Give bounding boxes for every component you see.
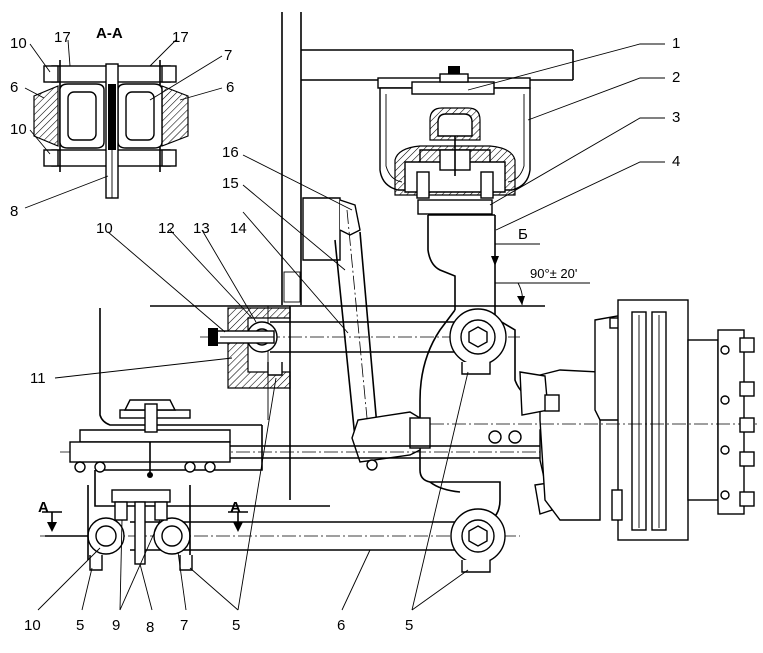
callout-10-bottom: 10 (24, 617, 41, 634)
frame-bracket (208, 307, 291, 389)
callout-7-bottom: 7 (180, 617, 188, 634)
callout-3: 3 (672, 109, 680, 126)
callout-2: 2 (672, 69, 680, 86)
callout-8-bottom: 8 (146, 619, 154, 636)
angle-dimension: Б 90°± 20' А А (38, 226, 590, 516)
air-spring (377, 66, 531, 215)
callout-10-inset-bottom: 10 (10, 121, 27, 138)
callout-10-inset-top: 10 (10, 35, 27, 52)
callout-4: 4 (672, 153, 680, 170)
section-aa-inset: А-А (33, 25, 189, 199)
leader-lines (24, 39, 665, 611)
callout-12: 12 (158, 220, 175, 237)
callout-6-inset-right: 6 (226, 79, 234, 96)
callout-11: 11 (30, 370, 46, 387)
callout-10-mid: 10 (96, 220, 113, 237)
callout-7-inset: 7 (224, 47, 232, 64)
callout-1: 1 (672, 35, 680, 52)
callout-17-left: 17 (54, 29, 71, 46)
callout-5-bottom-right: 5 (405, 617, 413, 634)
callout-6-inset-left: 6 (10, 79, 18, 96)
section-title: А-А (96, 25, 123, 42)
callout-15: 15 (222, 175, 239, 192)
view-b-label: Б (518, 226, 528, 243)
wheel-hub (430, 299, 760, 541)
callout-5-bottom-left: 5 (76, 617, 84, 634)
callout-8-inset: 8 (10, 203, 18, 220)
callout-9: 9 (112, 617, 120, 634)
cut-left-label: А (38, 499, 49, 516)
lower-rod (40, 485, 520, 573)
callout-13: 13 (193, 220, 210, 237)
callout-16: 16 (222, 144, 239, 161)
callout-6-bottom: 6 (337, 617, 345, 634)
callout-labels: 1 2 3 4 16 15 14 13 12 10 11 10 17 17 7 … (10, 29, 680, 636)
callout-14: 14 (230, 220, 247, 237)
callout-17-right: 17 (172, 29, 189, 46)
callout-5-bottom-mid: 5 (232, 617, 240, 634)
angle-label: 90°± 20' (530, 266, 577, 281)
cut-right-label: А (230, 499, 241, 516)
shock-absorber (302, 197, 431, 471)
